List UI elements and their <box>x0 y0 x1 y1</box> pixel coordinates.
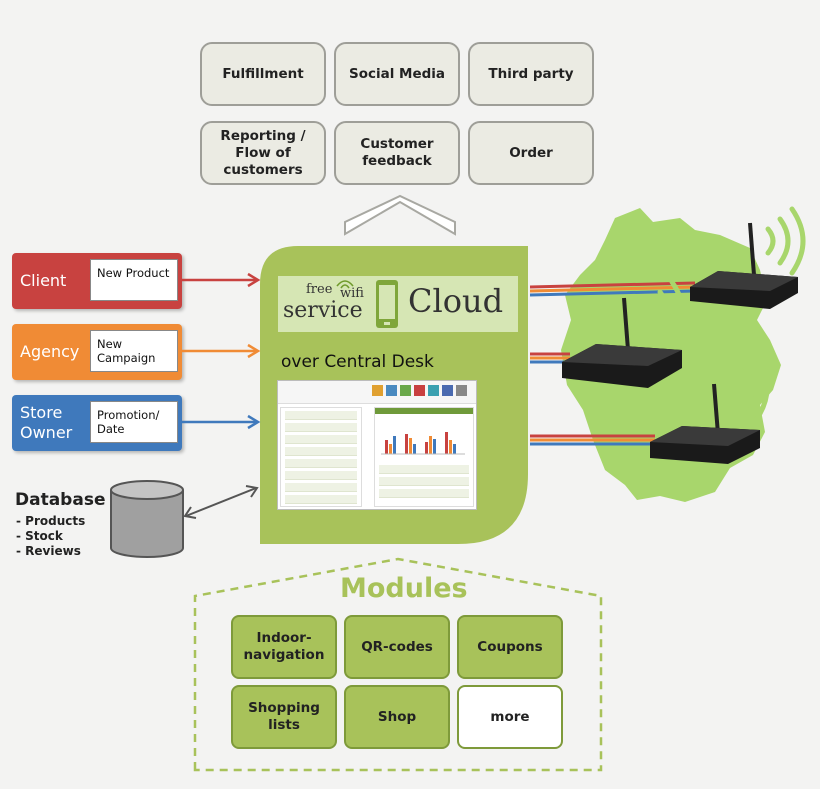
database-item: - Stock <box>16 529 63 543</box>
ss-bar-chart <box>381 432 465 455</box>
top-box-order: Order <box>468 121 594 185</box>
source-store-owner-label: Store Owner <box>20 403 73 442</box>
top-box-social-media: Social Media <box>334 42 460 106</box>
database-cylinder-icon <box>110 480 184 558</box>
logo-cloud: Cloud <box>408 282 504 320</box>
database-item: - Products <box>16 514 86 528</box>
ss-left-panel <box>280 407 362 507</box>
source-store-owner-detail: Promotion/ Date <box>90 401 178 443</box>
module-qr-codes: QR-codes <box>344 615 450 679</box>
wifi-icon <box>336 280 354 289</box>
up-chevron-icon <box>344 194 456 236</box>
source-client-detail: New Product <box>90 259 178 301</box>
source-client: Client New Product <box>12 253 182 309</box>
source-agency-label: Agency <box>20 342 80 361</box>
module-more: more <box>457 685 563 749</box>
logo-service: service <box>283 298 363 323</box>
free-wifi-service-logo: free wifi service Cloud <box>278 276 518 332</box>
top-box-reporting: Reporting / Flow of customers <box>200 121 326 185</box>
top-box-customer-feedback: Customer feedback <box>334 121 460 185</box>
logo-wifi: wifi <box>340 286 364 301</box>
source-client-label: Client <box>20 271 67 290</box>
modules-title: Modules <box>340 573 468 604</box>
module-indoor-navigation: Indoor-navigation <box>231 615 337 679</box>
database-item: - Reviews <box>16 544 81 558</box>
smartphone-icon <box>376 280 398 328</box>
ss-toolbar-icons <box>372 385 472 397</box>
router-icon <box>562 279 686 388</box>
database-title: Database <box>15 490 106 510</box>
top-box-fulfillment: Fulfillment <box>200 42 326 106</box>
router-icon <box>650 356 770 464</box>
module-shop: Shop <box>344 685 450 749</box>
router-icon <box>690 206 806 309</box>
source-store-owner: Store Owner Promotion/ Date <box>12 395 182 451</box>
ss-right-panel <box>374 407 474 507</box>
router-connections <box>530 281 696 446</box>
central-desk-screenshot <box>277 380 477 510</box>
module-shopping-lists: Shopping lists <box>231 685 337 749</box>
logo-free: free <box>306 282 333 297</box>
module-coupons: Coupons <box>457 615 563 679</box>
modules-house-outline <box>193 557 603 772</box>
cloud-subtitle: over Central Desk <box>281 352 434 372</box>
source-agency: Agency New Campaign <box>12 324 182 380</box>
source-arrows <box>182 272 261 430</box>
database-arrow <box>183 485 259 519</box>
top-box-third-party: Third party <box>468 42 594 106</box>
source-agency-detail: New Campaign <box>90 330 178 372</box>
